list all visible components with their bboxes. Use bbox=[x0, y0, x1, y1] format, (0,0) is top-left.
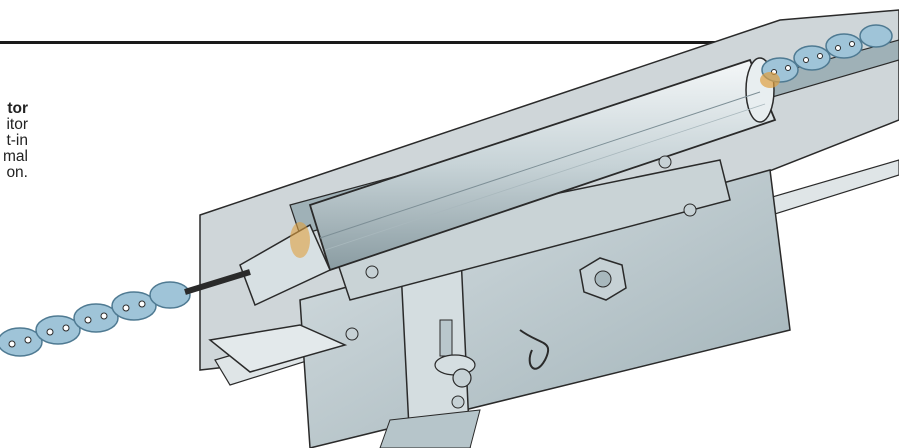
angle-bracket bbox=[208, 324, 348, 373]
caption-line-5: on. bbox=[6, 164, 28, 181]
bracket-foot bbox=[379, 409, 481, 448]
chain-left bbox=[0, 281, 191, 357]
rivets bbox=[345, 155, 697, 409]
header-rule bbox=[0, 41, 740, 44]
caption-line-4: mal bbox=[3, 148, 28, 165]
caption-text-block: tor itor t-in mal on. bbox=[0, 101, 28, 181]
main-tube bbox=[308, 58, 777, 272]
bolt bbox=[439, 319, 453, 357]
caption-line-1: tor bbox=[7, 101, 28, 117]
caption-line-3: t-in bbox=[6, 132, 28, 149]
caption-line-2: itor bbox=[6, 116, 28, 133]
guide-rail bbox=[329, 159, 731, 301]
spring-pin bbox=[519, 329, 550, 370]
